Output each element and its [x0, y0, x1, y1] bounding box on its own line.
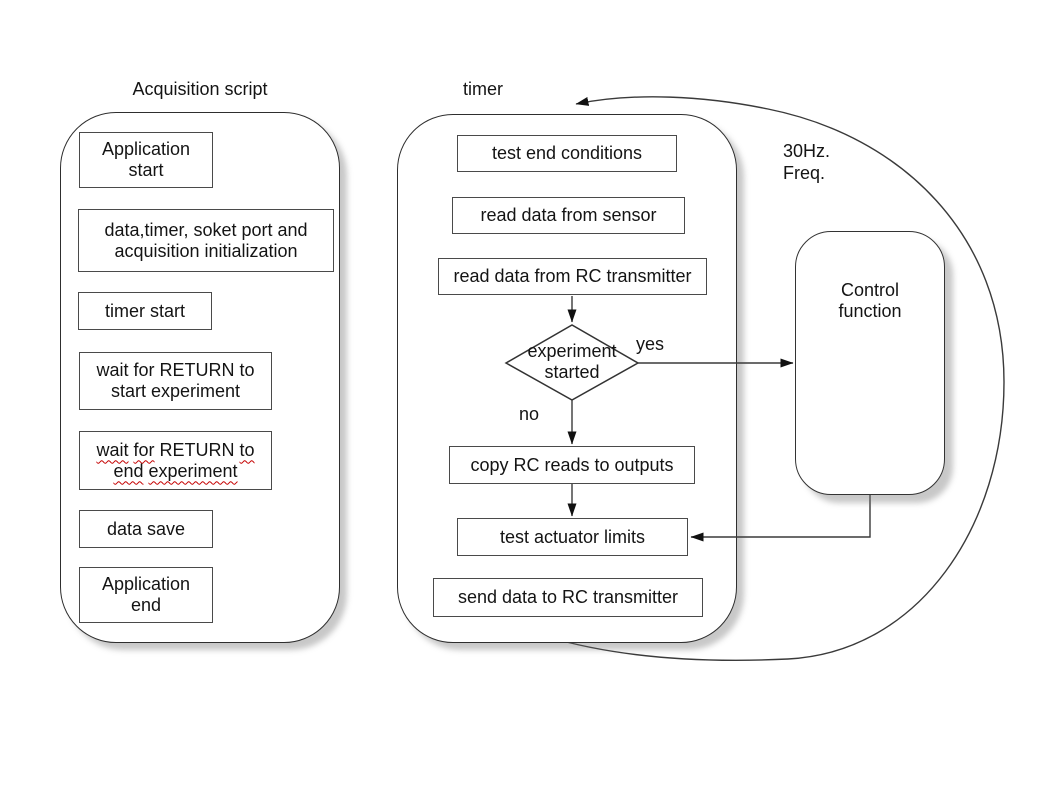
box-initialization: data,timer, soket port and acquisition i… [78, 209, 334, 272]
misspelled-word: to [239, 439, 255, 460]
box-test-actuator-limits: test actuator limits [457, 518, 688, 556]
box-application-end: Application end [79, 567, 213, 623]
label-yes: yes [636, 334, 665, 354]
box-wait-end-experiment: wait for RETURN to end experiment [79, 431, 272, 490]
box-data-save: data save [79, 510, 213, 548]
misspelled-word: for [133, 439, 155, 460]
misspelled-word: wait [96, 439, 129, 460]
label-no: no [519, 404, 540, 424]
box-copy-rc-reads-to-outputs: copy RC reads to outputs [449, 446, 695, 484]
misspelled-word: end [113, 460, 144, 481]
box-read-data-from-rc-transmitter: read data from RC transmitter [438, 258, 707, 295]
box-control-function: Control function [795, 231, 945, 495]
box-test-end-conditions: test end conditions [457, 135, 677, 172]
decision-experiment-started: experiment started [527, 341, 617, 382]
box-timer-start: timer start [78, 292, 212, 330]
acquisition-script-title: Acquisition script [132, 79, 268, 99]
box-send-data-to-rc-transmitter: send data to RC transmitter [433, 578, 703, 617]
feedback-loop-arrow [547, 96, 1005, 661]
box-wait-start-experiment: wait for RETURN to start experiment [79, 352, 272, 410]
box-application-start: Application start [79, 132, 213, 188]
arrow-control-to-test-actuator [690, 495, 871, 542]
label-frequency: 30Hz. Freq. [783, 141, 831, 183]
word: RETURN [159, 439, 235, 460]
timer-title: timer [463, 79, 503, 99]
misspelled-word: experiment [148, 460, 238, 481]
box-read-data-from-sensor: read data from sensor [452, 197, 685, 234]
